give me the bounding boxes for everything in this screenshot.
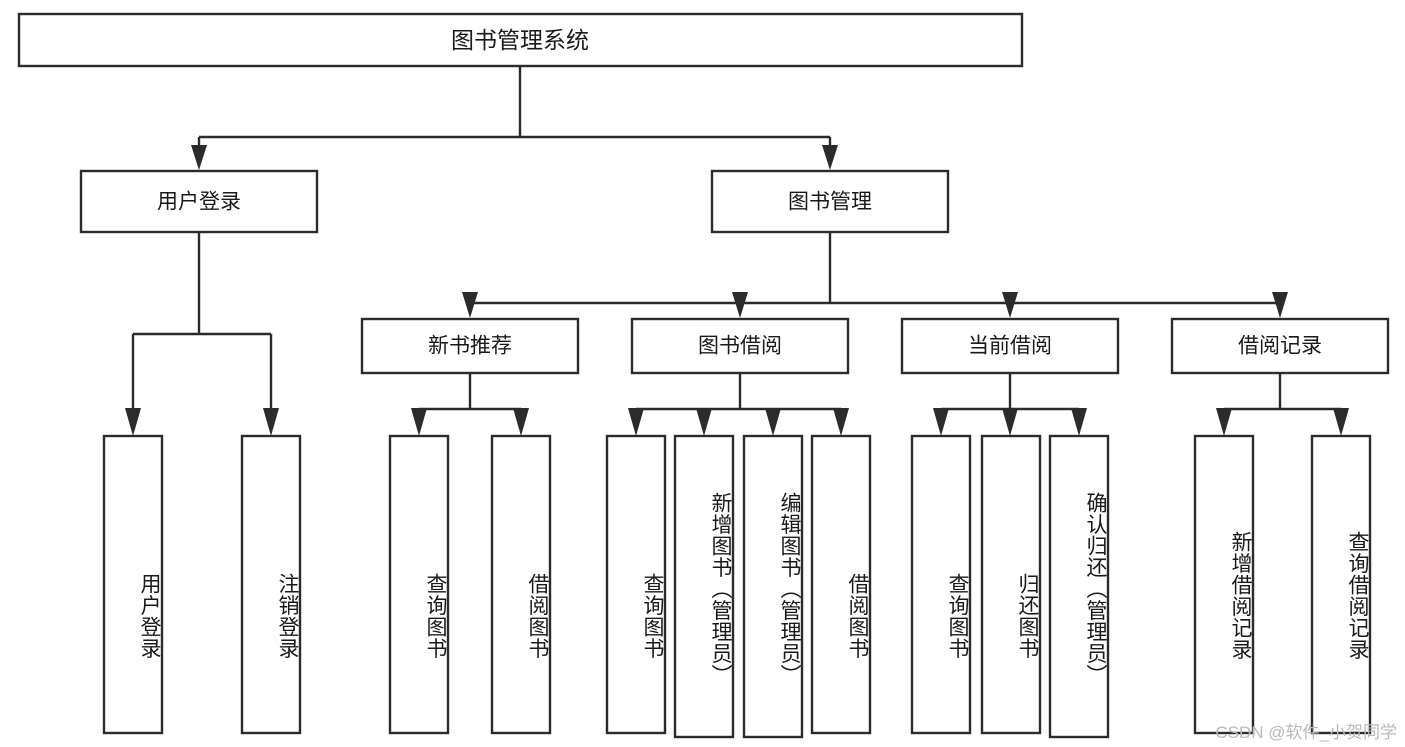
- node-book-borrow-label: 图书借阅: [698, 335, 782, 358]
- leaf-box-query-record[interactable]: [1310, 434, 1372, 735]
- leaf-box-add-book[interactable]: [673, 434, 735, 739]
- connector-root-to-level2: [191, 66, 838, 170]
- connector-book-manage-to-level3: [462, 232, 1288, 318]
- arrow-head-icon: [1002, 292, 1018, 318]
- leaf-box-add-record[interactable]: [1193, 434, 1255, 735]
- arrow-head-icon: [462, 292, 478, 318]
- connector-user-login-to-leaves: [125, 232, 279, 436]
- arrow-head-icon: [1002, 408, 1018, 436]
- leaf-box-user-login[interactable]: [102, 434, 164, 735]
- leaf-box-logout[interactable]: [240, 434, 302, 735]
- node-root[interactable]: 图书管理系统: [17, 12, 1024, 68]
- node-root-label: 图书管理系统: [451, 27, 589, 53]
- node-user-login-label: 用户登录: [157, 191, 241, 214]
- node-root-box[interactable]: [17, 12, 1024, 68]
- leaf-box-confirm-return[interactable]: [1048, 434, 1110, 739]
- arrow-head-icon: [125, 408, 141, 436]
- arrow-head-icon: [1071, 408, 1087, 436]
- node-current-borrow-box[interactable]: [900, 317, 1120, 375]
- node-book-manage[interactable]: 图书管理: [710, 169, 950, 234]
- arrow-head-icon: [411, 408, 427, 436]
- arrow-head-icon: [513, 408, 529, 436]
- connector-current-borrow-to-leaves: [933, 373, 1087, 436]
- arrow-head-icon: [1333, 408, 1349, 436]
- node-user-login-box[interactable]: [79, 169, 319, 234]
- leaf-box-return-book[interactable]: [980, 434, 1042, 735]
- arrow-head-icon: [833, 408, 849, 436]
- node-new-book-recommend-box[interactable]: [360, 317, 580, 375]
- leaf-box-edit-book[interactable]: [742, 434, 804, 739]
- node-new-book-recommend-label: 新书推荐: [428, 335, 512, 358]
- node-borrow-record-label: 借阅记录: [1238, 335, 1322, 358]
- node-current-borrow[interactable]: 当前借阅: [900, 317, 1120, 375]
- arrow-head-icon: [628, 408, 644, 436]
- leaf-box-borrow-book-2[interactable]: [810, 434, 872, 735]
- arrow-head-icon: [1272, 292, 1288, 318]
- node-book-manage-label: 图书管理: [788, 191, 872, 214]
- arrow-head-icon: [263, 408, 279, 436]
- connector-new-book-recommend-to-leaves: [411, 373, 529, 436]
- leaf-box-query-book-2[interactable]: [605, 434, 667, 735]
- arrow-head-icon: [822, 145, 838, 170]
- arrow-head-icon: [732, 292, 748, 318]
- arrow-head-icon: [1216, 408, 1232, 436]
- arrow-head-icon: [933, 408, 949, 436]
- arrow-head-icon: [765, 408, 781, 436]
- arrow-head-icon: [696, 408, 712, 436]
- node-borrow-record[interactable]: 借阅记录: [1170, 317, 1390, 375]
- node-current-borrow-label: 当前借阅: [968, 335, 1052, 358]
- node-user-login[interactable]: 用户登录: [79, 169, 319, 234]
- leaf-box-query-book-3[interactable]: [910, 434, 972, 735]
- node-new-book-recommend[interactable]: 新书推荐: [360, 317, 580, 375]
- watermark-text: CSDN @软件_小贺同学: [1215, 723, 1397, 742]
- connector-book-borrow-to-leaves: [628, 373, 849, 436]
- connector-borrow-record-to-leaves: [1216, 373, 1349, 436]
- leaf-box-borrow-book-1[interactable]: [490, 434, 552, 735]
- node-book-borrow[interactable]: 图书借阅: [630, 317, 850, 375]
- leaf-box-query-book-1[interactable]: [388, 434, 450, 735]
- arrow-head-icon: [191, 145, 207, 170]
